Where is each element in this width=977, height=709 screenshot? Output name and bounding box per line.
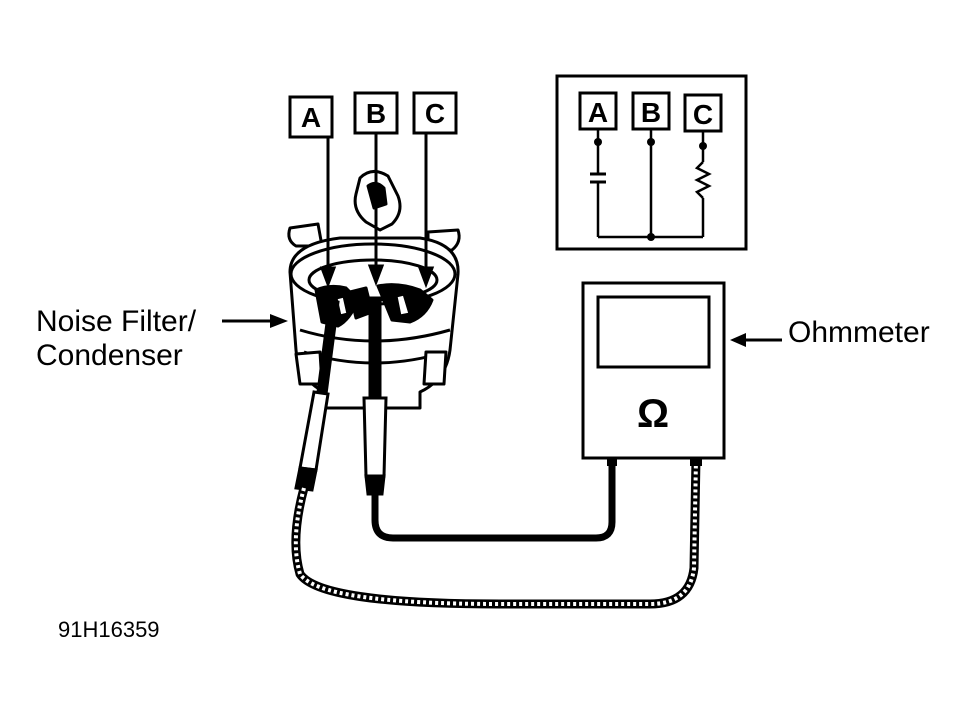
schematic-label-a-text: A — [588, 97, 608, 128]
test-leads — [291, 457, 701, 609]
terminal-arrows — [319, 133, 435, 289]
schematic-nodes — [594, 138, 707, 241]
noise-filter-condenser — [287, 170, 461, 410]
test-probes — [294, 296, 388, 496]
schematic-label-c-text: C — [693, 99, 713, 130]
schematic-label-b-text: B — [641, 97, 661, 128]
ohmmeter-arrow-icon — [730, 333, 746, 347]
ohmmeter-display — [596, 295, 711, 369]
schematic-inset: A B C — [555, 74, 748, 251]
terminal-label-b: B — [353, 91, 399, 135]
callout-noise-filter: Noise Filter/ Condenser — [36, 305, 288, 372]
terminal-label-c: C — [412, 91, 458, 135]
probe-a — [294, 298, 340, 492]
ohmmeter: Ω — [581, 281, 726, 466]
callout-ohmmeter: Ohmmeter — [730, 316, 930, 349]
ohmmeter-label: Ohmmeter — [788, 316, 930, 349]
ohm-symbol: Ω — [637, 392, 669, 436]
figure-code: 91H16359 — [58, 617, 160, 642]
terminal-label-c-text: C — [425, 98, 445, 129]
condenser-label: Condenser — [36, 339, 183, 372]
terminal-label-a-text: A — [301, 102, 321, 133]
schematic-label-a: A — [578, 91, 618, 131]
schematic-label-b: B — [631, 91, 671, 131]
schematic-label-c: C — [683, 93, 723, 133]
terminal-label-b-text: B — [366, 98, 386, 129]
terminal-labels: A B C — [288, 91, 458, 139]
noise-filter-label: Noise Filter/ — [36, 305, 197, 338]
terminal-label-a: A — [288, 95, 334, 139]
probe-b — [362, 296, 388, 496]
